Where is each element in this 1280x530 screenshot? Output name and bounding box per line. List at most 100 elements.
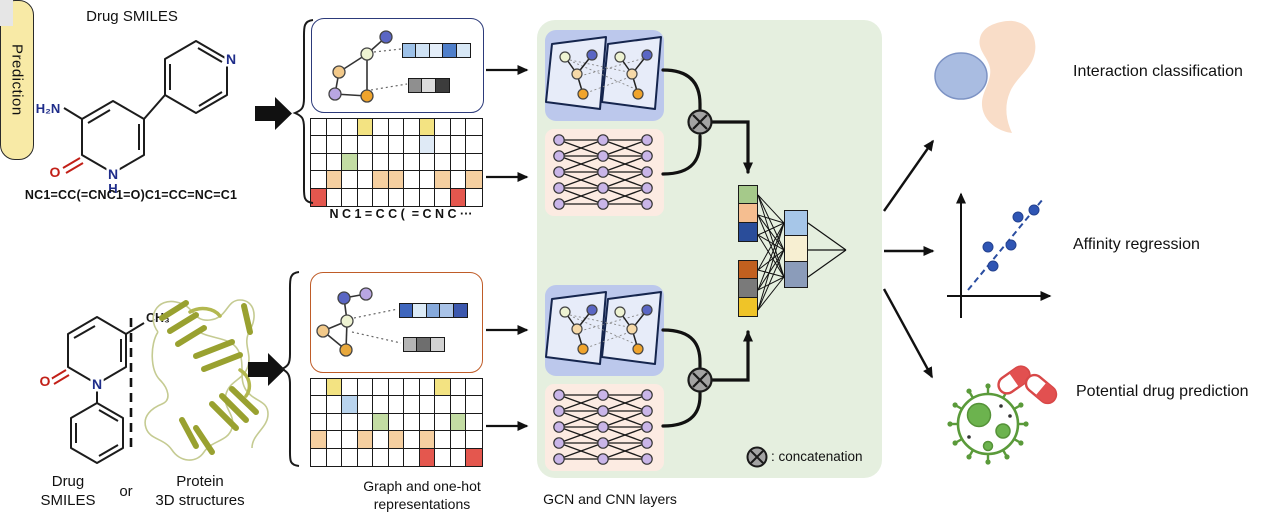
protein-structure-illustration [144, 299, 269, 461]
drug-smiles-title: Drug SMILES [86, 8, 178, 25]
prediction-arrows [882, 139, 935, 379]
matrix-cell [342, 119, 358, 137]
matrix-cell [450, 119, 467, 137]
concat-vector-bottom [738, 260, 758, 317]
matrix-cell [450, 153, 467, 172]
matrix-cell [373, 153, 389, 172]
matrix-cell [435, 379, 451, 397]
svg-text:CH₃: CH₃ [146, 311, 170, 325]
feature-square [452, 303, 468, 318]
output-label-classification: Interaction classification [1073, 63, 1243, 80]
matrix-cell [419, 171, 436, 189]
svg-text:N: N [226, 51, 236, 67]
matrix-cell [326, 431, 343, 449]
protein-ligand-shapes-icon [934, 20, 1036, 133]
matrix-cell [435, 171, 451, 189]
matrix-cell [373, 413, 389, 432]
drug-graph-box [311, 18, 484, 113]
output-label-drug-prediction: Potential drug prediction [1076, 383, 1249, 400]
matrix-cell [326, 119, 343, 137]
matrix-cell [342, 188, 358, 206]
matrix-cell [389, 448, 405, 466]
matrix-cell [404, 171, 420, 189]
matrix-cell [420, 188, 436, 206]
gcn-layer-box-bottom [545, 285, 664, 376]
matrix-cell [466, 171, 482, 189]
matrix-cell [357, 153, 374, 172]
matrix-cell [419, 396, 436, 414]
matrix-cell [435, 136, 451, 154]
concatenation-legend-label: : concatenation [771, 449, 863, 464]
matrix-cell [373, 379, 389, 397]
concat-vector-top [738, 185, 758, 242]
matrix-cell [388, 413, 405, 432]
matrix-cell [357, 413, 374, 432]
matrix-cell [342, 448, 358, 466]
scatter-plot-icon [947, 192, 1052, 318]
matrix-cell [326, 413, 343, 432]
svg-text:N: N [108, 166, 118, 182]
output-label-regression: Affinity regression [1073, 236, 1200, 253]
matrix-cell [357, 396, 374, 414]
svg-text:N: N [92, 376, 102, 392]
feature-square [429, 337, 445, 352]
svg-text:O: O [40, 373, 51, 389]
smiles-string: NC1=CC(=CNC1=O)C1=CC=NC=C1 [24, 188, 238, 202]
matrix-cell [404, 153, 420, 172]
matrix-cell [404, 119, 420, 137]
matrix-cell [342, 136, 358, 154]
matrix-cell [373, 171, 389, 189]
matrix-cell [388, 431, 405, 449]
feature-square [738, 221, 758, 242]
layers-caption: GCN and CNN layers [543, 491, 677, 507]
matrix-cell [342, 171, 358, 189]
matrix-cell [373, 188, 389, 206]
matrix-cell [311, 171, 327, 189]
cnn-layer-box-bottom [545, 384, 664, 471]
pill-icon [997, 365, 1058, 405]
matrix-cell [404, 448, 420, 466]
protein-graph-box [310, 272, 483, 373]
matrix-cell [435, 119, 451, 137]
matrix-cell [311, 396, 327, 414]
matrix-cell [466, 136, 482, 154]
matrix-cell [342, 431, 358, 449]
matrix-cell [419, 153, 436, 172]
matrix-cell [435, 431, 451, 449]
svg-text:O: O [50, 164, 61, 180]
drug-structure-top: N H O H₂N N [33, 40, 239, 199]
matrix-cell [326, 379, 343, 397]
feature-square [738, 260, 758, 280]
matrix-cell [358, 188, 374, 206]
matrix-cell [450, 379, 467, 397]
matrix-cell [326, 171, 343, 189]
matrix-cell [450, 188, 467, 206]
matrix-cell [419, 136, 436, 154]
matrix-cell [404, 431, 420, 449]
matrix-cell [311, 413, 327, 432]
matrix-cell [342, 396, 358, 414]
feature-square [738, 203, 758, 224]
matrix-cell [450, 413, 467, 432]
brace-bottom [279, 271, 300, 467]
matrix-cell [466, 414, 482, 432]
matrix-cell [450, 136, 467, 154]
matrix-cell [357, 136, 374, 154]
edge-feature-strip [403, 337, 445, 352]
matrix-cell [357, 119, 374, 137]
matrix-cell [404, 188, 420, 206]
matrix-cell [373, 448, 389, 466]
matrix-cell [404, 136, 420, 154]
matrix-cell [419, 431, 436, 449]
matrix-cell [466, 448, 482, 466]
matrix-cell [388, 136, 405, 154]
matrix-cell [404, 379, 420, 397]
matrix-cell [419, 448, 436, 466]
drug-structure-bottom: N O CH₃ [37, 309, 173, 464]
cnn-layer-box-top [545, 129, 664, 216]
prediction-box: Prediction [0, 0, 34, 160]
matrix-cell [435, 448, 451, 466]
